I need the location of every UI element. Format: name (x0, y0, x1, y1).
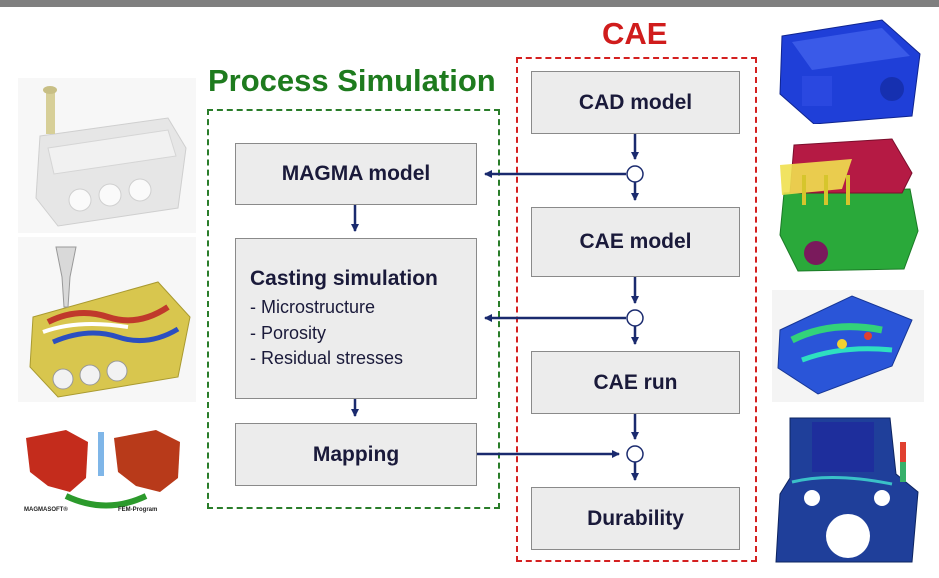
casting-item-porosity: - Porosity (250, 322, 327, 343)
mapping-image: MAGMASOFT® FEM-Program (18, 420, 196, 516)
casting-simulation-image (18, 237, 196, 402)
junction-node-1 (626, 165, 644, 183)
cae-run-label: CAE run (593, 370, 678, 394)
durability-image (772, 412, 924, 570)
magma-model-box: MAGMA model (235, 143, 477, 205)
cae-run-image (772, 290, 924, 402)
top-bar (0, 0, 939, 7)
casting-simulation-label: Casting simulation (250, 267, 438, 290)
process-simulation-group (207, 109, 500, 509)
magma-model-label: MAGMA model (281, 162, 431, 185)
cae-title: CAE (602, 16, 668, 51)
mapping-label: Mapping (312, 442, 400, 466)
mapping-box: Mapping (235, 423, 477, 486)
casting-item-microstructure: - Microstructure (250, 297, 376, 317)
magmasoft-caption: MAGMASOFT® (24, 507, 68, 513)
fem-program-caption: FEM-Program (118, 507, 158, 513)
junction-node-3 (626, 445, 644, 463)
casting-geometry-image (18, 78, 196, 233)
cad-model-box: CAD model (531, 71, 740, 134)
cae-model-label: CAE model (579, 230, 692, 253)
cae-run-box: CAE run (531, 351, 740, 414)
durability-box: Durability (531, 487, 740, 550)
cae-model-image (772, 135, 924, 275)
durability-label: Durability (587, 506, 684, 530)
cad-model-image (772, 14, 924, 124)
casting-simulation-box: Casting simulation - Microstructure - Po… (235, 238, 477, 399)
process-simulation-title: Process Simulation (208, 63, 496, 98)
junction-node-2 (626, 309, 644, 327)
cad-model-label: CAD model (578, 90, 693, 114)
cae-model-box: CAE model (531, 207, 740, 277)
cae-group (516, 57, 757, 562)
casting-item-residual-stresses: - Residual stresses (250, 348, 404, 368)
